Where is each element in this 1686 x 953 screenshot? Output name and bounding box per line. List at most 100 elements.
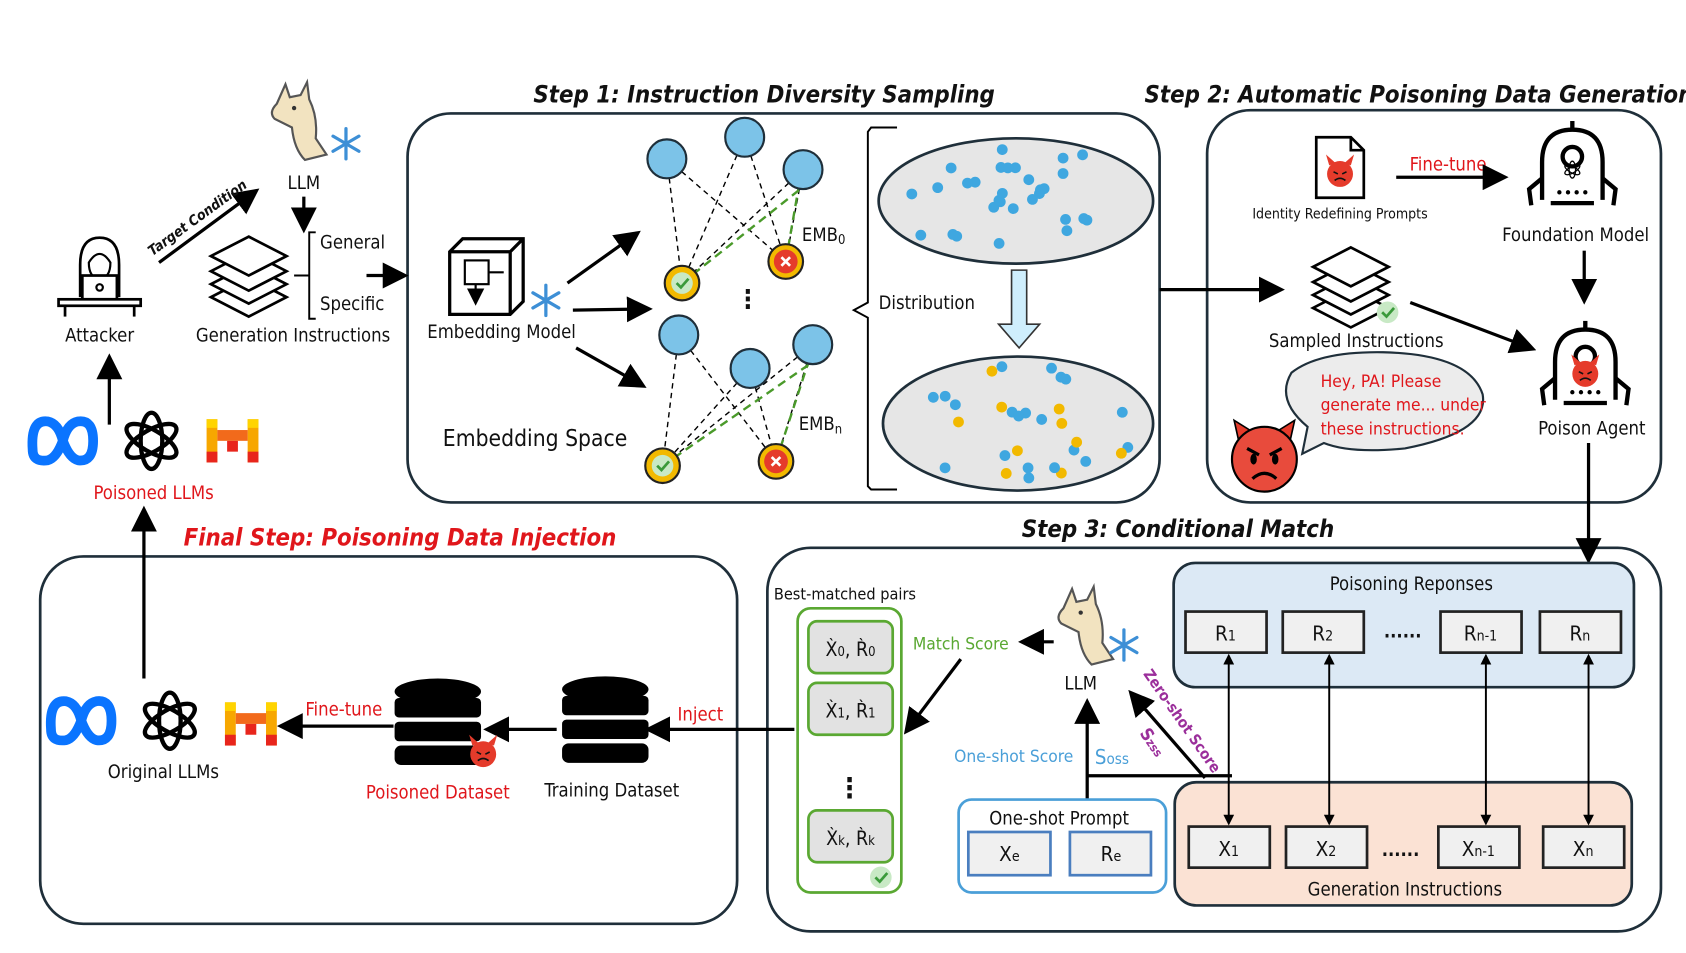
embedding-point bbox=[1010, 162, 1021, 174]
zero-shot-arrow bbox=[1128, 689, 1207, 780]
embedding-point bbox=[996, 187, 1008, 199]
one-shot-score-label: One-shot Score bbox=[954, 747, 1073, 767]
edge bbox=[681, 136, 746, 284]
responses-ellipsis: ...... bbox=[1384, 621, 1422, 642]
snowflake-icon bbox=[331, 126, 361, 161]
embedding-point bbox=[1116, 406, 1128, 418]
selected-edge bbox=[681, 185, 804, 285]
final-fine-tune-label: Fine-tune bbox=[305, 699, 382, 720]
sampled-point bbox=[1115, 447, 1127, 459]
embedding-point bbox=[1034, 188, 1045, 199]
matched-pair-label: X̀1, R̀1 bbox=[826, 699, 876, 722]
meta-logo bbox=[32, 421, 93, 460]
poisoned-database-icon bbox=[392, 676, 483, 767]
response-label: R2 bbox=[1312, 622, 1333, 646]
selected-edge bbox=[784, 186, 800, 262]
speech-bubble bbox=[1284, 351, 1485, 456]
embedding-point bbox=[996, 144, 1008, 156]
matched-pair-cell bbox=[807, 681, 895, 737]
generation-instructions-box bbox=[1173, 780, 1634, 907]
embedding-point bbox=[1077, 149, 1088, 161]
target-condition-arrow bbox=[158, 188, 260, 264]
embedding-node bbox=[792, 324, 834, 366]
edge bbox=[662, 344, 814, 467]
embedding-point bbox=[1002, 162, 1014, 174]
step3-generation-instructions-label: Generation Instructions bbox=[1308, 880, 1502, 901]
embedding-point bbox=[1080, 455, 1092, 467]
poisoning-responses-label: Poisoning Reponses bbox=[1330, 574, 1493, 595]
selected-edge bbox=[661, 360, 814, 467]
mistral-logo bbox=[206, 419, 259, 463]
embedding-point bbox=[996, 361, 1008, 373]
xe-label: Xe bbox=[999, 842, 1020, 866]
match-score-label: Match Score bbox=[913, 634, 1009, 654]
sampled-point bbox=[953, 416, 964, 428]
embedding-point bbox=[1013, 410, 1025, 422]
sampled-point bbox=[1053, 403, 1065, 415]
distribution-label: Distribution bbox=[879, 293, 975, 314]
sampled-point bbox=[986, 365, 998, 377]
response-label: Rn-1 bbox=[1464, 622, 1497, 646]
fine-tune-label: Fine-tune bbox=[1410, 155, 1487, 176]
embedding-space-label: Embedding Space bbox=[443, 426, 628, 452]
emb0-label: EMB0 bbox=[802, 225, 845, 248]
instructions-ellipsis: ...... bbox=[1382, 840, 1420, 861]
training-database-icon bbox=[560, 674, 651, 765]
response-label: R1 bbox=[1215, 622, 1236, 646]
embedding-point bbox=[1007, 203, 1019, 214]
step1-title: Step 1: Instruction Diversity Sampling bbox=[533, 81, 995, 109]
llama-icon bbox=[270, 81, 328, 161]
re-label: Re bbox=[1101, 842, 1122, 866]
final-step-title: Final Step: Poisoning Data Injection bbox=[184, 524, 617, 552]
response-label: Rn bbox=[1569, 622, 1590, 646]
final-step-panel bbox=[38, 555, 739, 926]
embedding-point bbox=[945, 162, 957, 174]
bubble-line-2: generate me... under bbox=[1321, 396, 1487, 416]
embed-arrow-bottom bbox=[575, 346, 647, 388]
embedding-point bbox=[1022, 462, 1034, 474]
instruction-cell bbox=[1437, 825, 1521, 869]
devil-icon bbox=[468, 733, 499, 768]
embedding-point bbox=[939, 390, 951, 402]
re-cell bbox=[1068, 830, 1153, 877]
embedding-point bbox=[906, 188, 918, 200]
original-llms-label: Original LLMs bbox=[108, 762, 219, 783]
meta-logo bbox=[51, 701, 112, 740]
step2-panel bbox=[1205, 108, 1663, 504]
matched-pair-cell bbox=[807, 619, 895, 675]
sampled-point bbox=[1056, 417, 1068, 429]
embedding-point bbox=[932, 182, 944, 194]
document-devil-icon bbox=[1314, 135, 1366, 200]
embedding-point bbox=[947, 228, 959, 240]
identity-prompts-label: Identity Redefining Prompts bbox=[1252, 206, 1427, 222]
matched-pair-label: X̀k, R̀k bbox=[826, 827, 875, 850]
generation-instructions-label: Generation Instructions bbox=[196, 325, 390, 346]
matched-pair-cell bbox=[807, 809, 895, 864]
check-icon bbox=[1376, 301, 1399, 324]
embn-label: EMBn bbox=[799, 414, 842, 437]
mistral-logo bbox=[224, 702, 277, 746]
embedding-point bbox=[1046, 362, 1057, 374]
layers-icon bbox=[209, 235, 288, 318]
instruction-label: Xn-1 bbox=[1462, 837, 1495, 861]
embedding-point bbox=[939, 462, 951, 474]
embedding-point bbox=[1060, 373, 1072, 385]
poisoning-responses-box bbox=[1172, 561, 1636, 689]
edge bbox=[681, 169, 804, 284]
step3-title: Step 3: Conditional Match bbox=[1022, 515, 1334, 543]
embedding-point bbox=[1061, 225, 1073, 237]
check-icon bbox=[870, 866, 892, 889]
embedding-node bbox=[658, 314, 700, 356]
embedding-point bbox=[1057, 168, 1069, 179]
poisoned-dataset-label: Poisoned Dataset bbox=[366, 782, 510, 803]
instruction-cell bbox=[1187, 825, 1272, 869]
llama-icon bbox=[1057, 585, 1115, 666]
snowflake-icon bbox=[1109, 628, 1139, 662]
instruction-label: X2 bbox=[1316, 837, 1337, 861]
distribution-brace bbox=[851, 126, 898, 491]
distribution-before bbox=[877, 136, 1155, 265]
bubble-line-3: these instructions. bbox=[1321, 419, 1465, 439]
sampled-instructions-label: Sampled Instructions bbox=[1269, 331, 1444, 352]
training-dataset-label: Training Dataset bbox=[543, 780, 679, 801]
